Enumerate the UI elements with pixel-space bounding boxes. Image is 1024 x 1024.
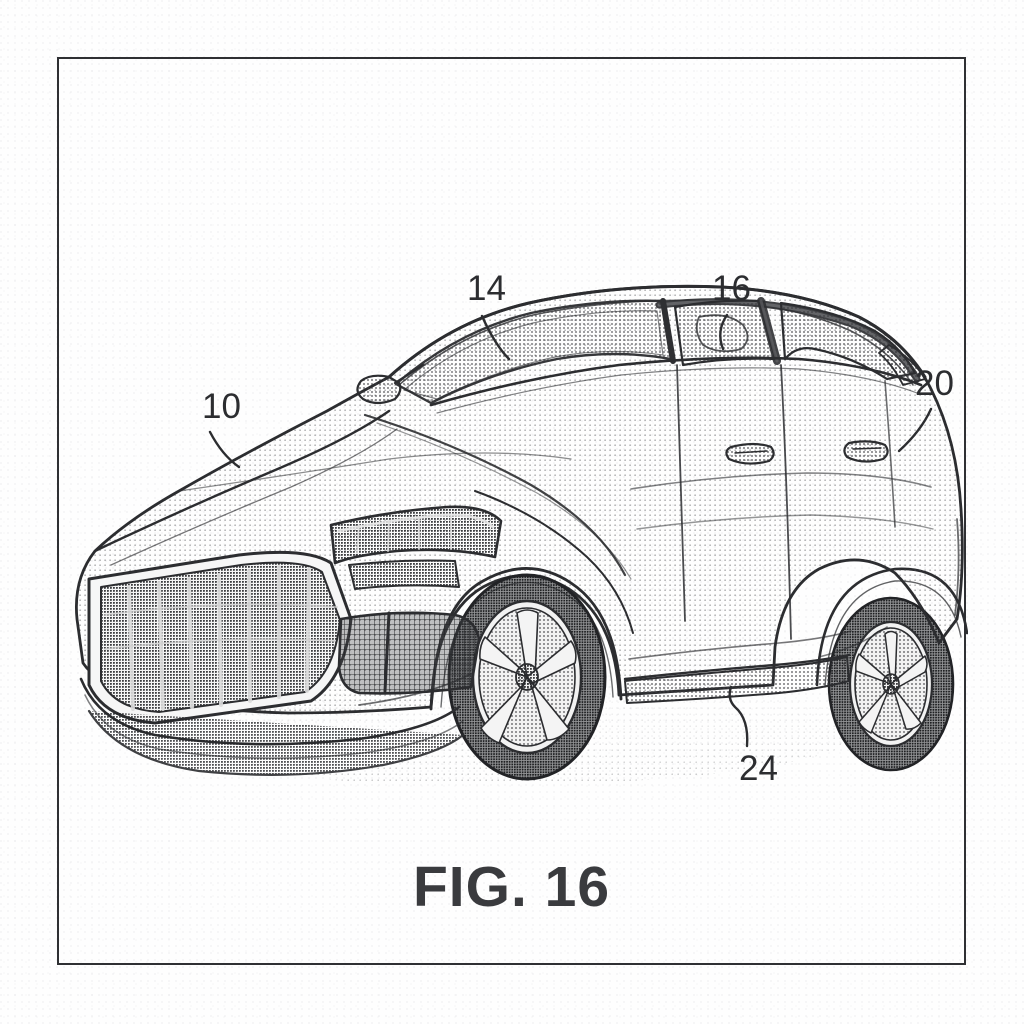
leader-16	[719, 313, 729, 351]
leader-14	[480, 314, 511, 361]
reference-numeral-24: 24	[739, 749, 778, 788]
reference-numeral-16: 16	[712, 269, 751, 308]
reference-numeral-10: 10	[202, 387, 241, 426]
figure-caption: FIG. 16	[412, 855, 611, 919]
reference-numeral-14: 14	[467, 269, 506, 308]
figure-area: 10 14 16 20 24 FIG. 16	[59, 59, 968, 963]
figure-border: 10 14 16 20 24 FIG. 16	[57, 57, 968, 965]
leader-24	[728, 685, 749, 748]
leader-10	[208, 430, 241, 469]
leader-20	[897, 407, 933, 453]
vehicle-line-drawing	[75, 284, 968, 785]
reference-numeral-20: 20	[915, 364, 954, 403]
